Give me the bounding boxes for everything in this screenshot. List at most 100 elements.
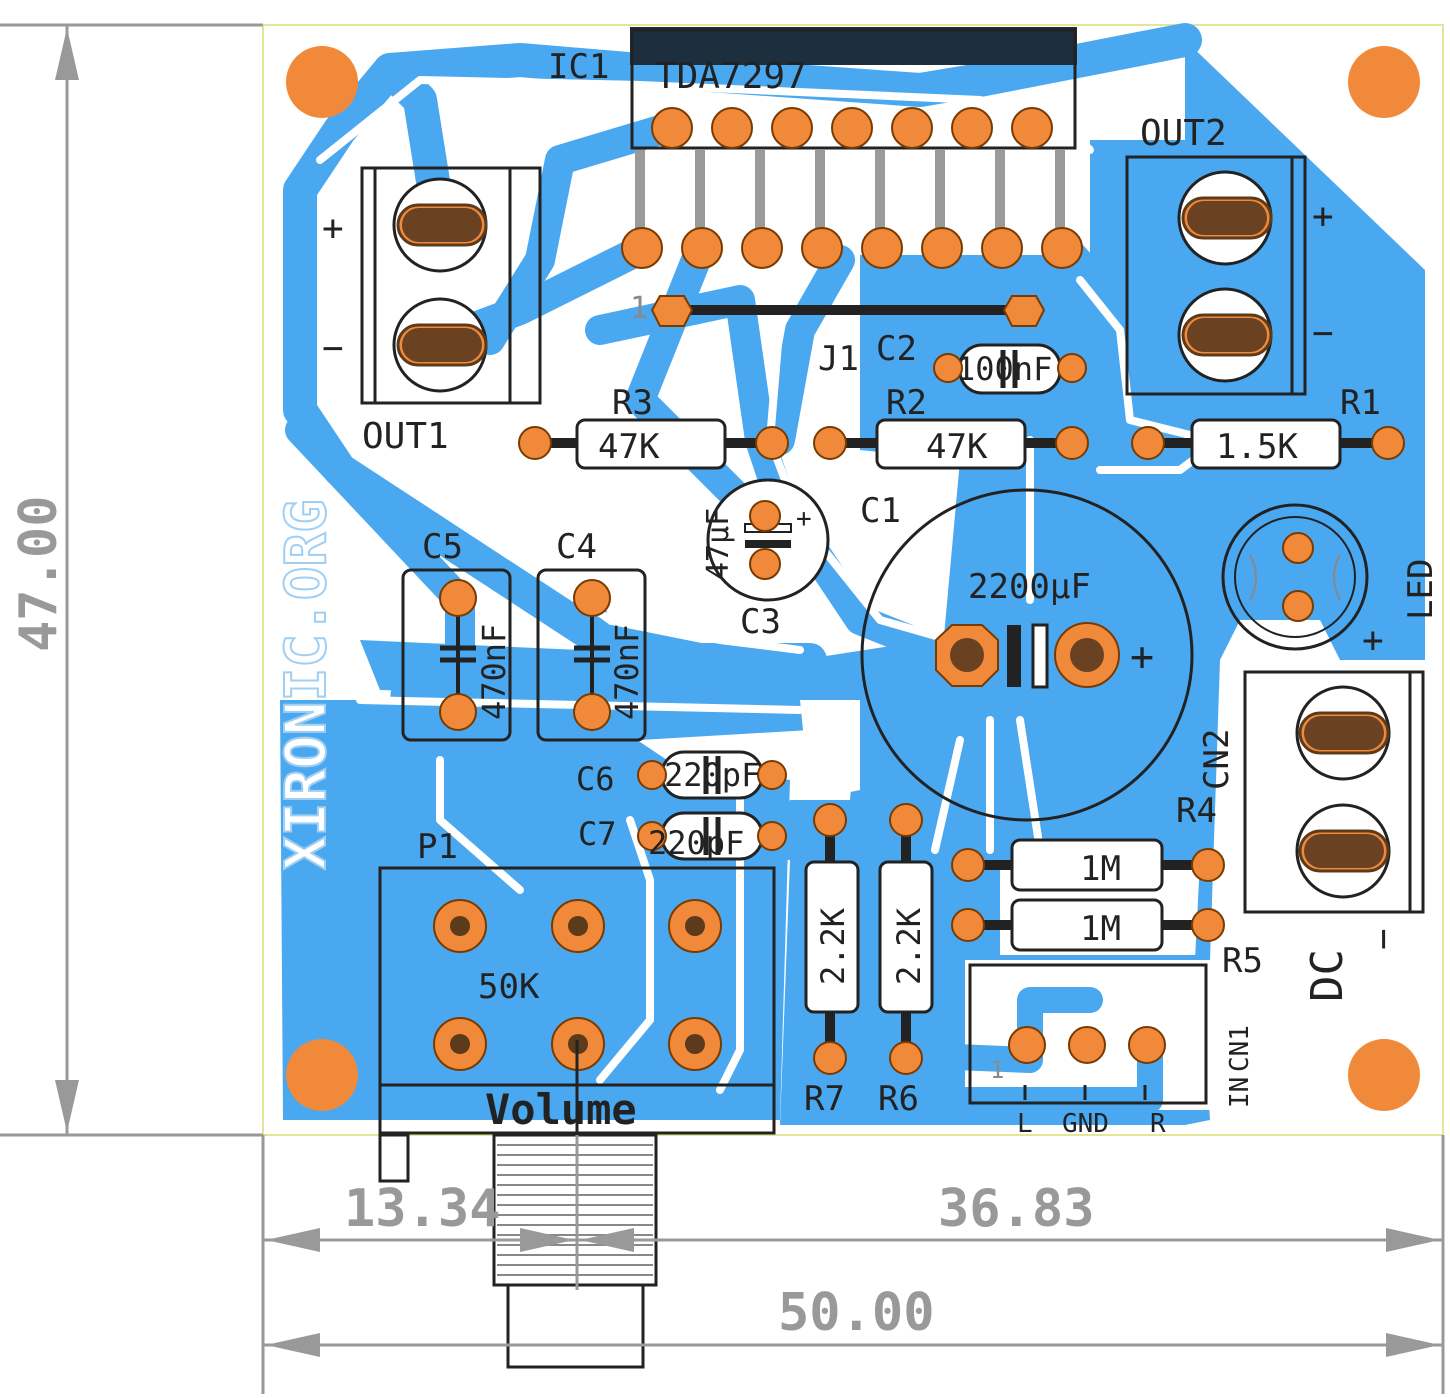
trace-out1-top: [373, 23, 1202, 107]
r7-value: 2.2K: [814, 907, 852, 985]
capacitor-c6: C6 220pF: [576, 750, 787, 800]
out1-plus: +: [322, 208, 344, 249]
ic1-pads-bottom: [621, 227, 1083, 269]
r1-ref: R1: [1340, 383, 1381, 423]
width-value: 50.00: [778, 1283, 935, 1343]
p1-value: 50K: [478, 967, 540, 1007]
cn1-gnd: GND: [1062, 1109, 1109, 1139]
c1-value: 2200µF: [968, 567, 1091, 607]
ic1-part: TDA7297: [655, 56, 807, 97]
cn1-left: L: [1017, 1109, 1033, 1139]
dc-label: DC: [1302, 949, 1353, 1002]
c4-ref: C4: [556, 527, 597, 567]
out2-ref: OUT2: [1140, 113, 1227, 154]
capacitor-c4: C4 470nF: [536, 527, 647, 742]
out2-plus: +: [1312, 196, 1334, 237]
r4-value: 1M: [1080, 849, 1121, 889]
clearance-line-2: [326, 196, 804, 654]
watermark-text: XIRONIC.ORG: [274, 499, 339, 870]
pour-clearance-1: [800, 700, 860, 800]
mounting-hole-top-right: [1348, 46, 1420, 118]
out2-minus: −: [1312, 313, 1334, 354]
dc-terminal-cn2: CN2 DC −: [1197, 670, 1425, 1002]
p1-pin-stub: [378, 1133, 410, 1183]
capacitor-c3: + 47µF C3: [701, 478, 830, 642]
out1-terminal: + − OUT1: [322, 166, 542, 457]
resistor-r3: R3 47K: [518, 383, 789, 470]
c5-ref: C5: [422, 527, 463, 567]
c6-ref: C6: [576, 760, 615, 798]
c3-value: 47µF: [701, 508, 736, 580]
c5-value: 470nF: [475, 624, 513, 720]
ic1-heatsink-tab: [630, 27, 1077, 65]
offset-right-value: 36.83: [938, 1179, 1095, 1239]
clearance-line-9: [716, 796, 744, 1094]
resistor-r4: R4 1M: [951, 791, 1225, 892]
mounting-hole-bottom-right: [1348, 1039, 1420, 1111]
clearance-line-5: [1076, 276, 1214, 444]
cn1-ref: CN1: [1225, 1025, 1255, 1072]
c7-value: 220pF: [648, 824, 744, 862]
r5-value: 1M: [1080, 909, 1121, 949]
potentiometer-p1: P1 50K Volume: [378, 827, 776, 1369]
j1-pin1-mark: 1: [630, 291, 648, 326]
p1-ref: P1: [417, 827, 458, 867]
r3-ref: R3: [612, 383, 653, 423]
clearance-line-8: [596, 816, 654, 1084]
c2-value: 100nF: [956, 350, 1052, 388]
clearance-line-12: [931, 736, 964, 854]
resistor-r1: R1 1.5K: [1131, 383, 1405, 470]
led-plus: +: [1362, 620, 1384, 661]
offset-left-value: 13.34: [344, 1179, 501, 1239]
resistor-r6: 2.2K R6: [878, 803, 934, 1119]
r1-value: 1.5K: [1216, 427, 1298, 467]
jumper-j1: 1 J1: [630, 291, 1046, 379]
out1-ref: OUT1: [362, 416, 449, 457]
capacitor-c2: C2 100nF: [876, 329, 1087, 395]
ic1-ref: IC1: [548, 47, 609, 87]
trace-cross-2: [765, 245, 855, 455]
capacitor-c7: C7 220pF: [578, 811, 787, 862]
c2-ref: C2: [876, 329, 917, 369]
resistor-r2: R2 47K: [813, 383, 1089, 470]
r6-value: 2.2K: [890, 907, 928, 985]
r3-value: 47K: [598, 427, 660, 467]
trace-out2: [1043, 228, 1207, 447]
capacitor-c1: C1 2200µF +: [860, 488, 1194, 822]
c4-value: 470nF: [608, 624, 646, 720]
cn1-prefix: IN: [1225, 1077, 1255, 1108]
r7-ref: R7: [804, 1079, 845, 1119]
c6-value: 220pF: [664, 756, 760, 794]
mounting-hole-bottom-left: [286, 1039, 358, 1111]
led-component: LED +: [1221, 503, 1441, 661]
clearance-line-1: [316, 76, 1094, 164]
dimension-width: 50.00: [261, 1135, 1445, 1394]
c1-ref: C1: [860, 491, 901, 531]
p1-thread: [492, 1133, 658, 1287]
height-value: 47.00: [9, 495, 69, 652]
resistor-r7: 2.2K R7: [804, 803, 860, 1119]
ic1-legs: [635, 150, 1065, 230]
c1-plus: +: [1130, 634, 1154, 680]
led-ref: LED: [1401, 559, 1441, 620]
resistor-r5: R5 1M: [951, 898, 1263, 981]
out2-terminal: OUT2 + −: [1125, 113, 1334, 396]
r2-ref: R2: [886, 383, 927, 423]
mounting-hole-top-left: [286, 46, 358, 118]
r2-value: 47K: [926, 427, 988, 467]
j1-ref: J1: [818, 339, 859, 379]
clearance-line-11: [1016, 716, 1044, 854]
p1-label: Volume: [485, 1085, 637, 1134]
cn2-ref: CN2: [1197, 729, 1237, 790]
ic1-pads-top: [651, 107, 1053, 149]
p1-shaft: [506, 1283, 645, 1369]
cn1-right: R: [1150, 1109, 1166, 1139]
c3-ref: C3: [740, 602, 781, 642]
c7-ref: C7: [578, 815, 617, 853]
clearance-line-3: [456, 96, 564, 304]
dc-minus: −: [1363, 928, 1404, 950]
r5-ref: R5: [1222, 941, 1263, 981]
r4-ref: R4: [1176, 791, 1217, 831]
c3-plus: +: [796, 504, 812, 534]
